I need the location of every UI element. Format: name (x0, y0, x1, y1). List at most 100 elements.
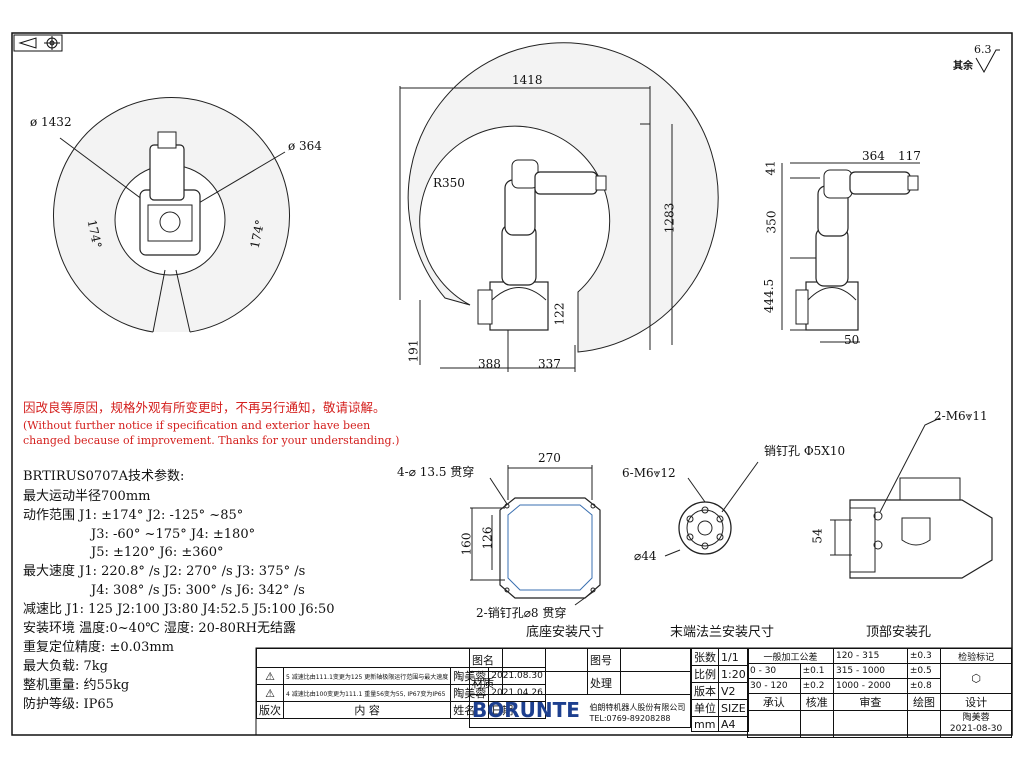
topmount-caption: 顶部安装孔 (866, 625, 932, 640)
dim-side-364: 364 (862, 149, 885, 163)
tol-title: 一般加工公差 (747, 648, 834, 664)
spec-ratio: 减速比 J1: 125 J2:100 J3:80 J4:52.5 J5:100 … (23, 602, 335, 617)
flange-view (664, 461, 759, 557)
tol-value: ±0.5 (906, 663, 942, 679)
dim-base-160: 160 (459, 532, 474, 556)
roughness-label: 其余 (953, 61, 973, 72)
dim-side-444: 444.5 (762, 278, 777, 314)
label-tuming: 图名 (469, 648, 503, 672)
base-view (470, 465, 601, 606)
front-view (399, 42, 719, 372)
title-block: ⚠ 5 减速比由111.1变更为125 更新轴极限运行范围与最大速度 陶美蓉 2… (256, 648, 1012, 738)
label-version: 版本 (691, 682, 719, 700)
dim-side-117: 117 (898, 149, 921, 163)
rev2-text: 4 减速比由100变更为111.1 重量56变为55, IP67变为IP65 (282, 684, 452, 702)
tol-range: 1000 - 2000 (832, 678, 908, 694)
dim-side-350: 350 (764, 210, 779, 234)
dim-front-height: 1283 (662, 202, 677, 234)
dim-front-left: 388 (478, 357, 501, 371)
dim-base-width: 270 (538, 451, 561, 465)
rev-warning-icon: ⚠ (256, 684, 284, 702)
dim-front-right: 337 (538, 357, 561, 371)
roughness-symbol-icon (975, 49, 1000, 74)
check-mark-label: 检验标记 (940, 648, 1012, 664)
spec-repeat: 重复定位精度: ±0.03mm (23, 640, 175, 655)
dim-front-base: 191 (406, 339, 421, 363)
spec-reach: 最大运动半径700mm (23, 489, 151, 504)
label-unit: 单位 (691, 699, 719, 717)
unit-value: mm (691, 716, 719, 732)
base-caption: 底座安装尺寸 (526, 625, 605, 640)
spec-range-2: J3: -60° ~175° J4: ±180° (91, 527, 256, 542)
notice-en1: (Without further notice if specification… (23, 419, 371, 432)
dim-front-radius: R350 (433, 176, 465, 190)
projection-symbol-icon (13, 34, 63, 52)
top-view (53, 96, 290, 333)
dim-side-41: 41 (763, 160, 778, 176)
tolerance-approval-table: 一般加工公差 120 - 315 ±0.3 检验标记 0 - 30 ±0.1 3… (747, 648, 1012, 738)
label-cailiao: 材质 (469, 671, 503, 695)
check-hexagon-icon: ⬡ (940, 663, 1012, 694)
dim-top-outer: ø 1432 (30, 115, 72, 129)
label-approve: 承认 (747, 693, 801, 711)
spec-weight: 整机重量: 约55kg (23, 678, 130, 693)
spec-range-1: 动作范围 J1: ±174° J2: -125° ~85° (23, 508, 244, 523)
base-pins-note: 2-销钉孔⌀8 贯穿 (476, 606, 567, 620)
dim-side-50: 50 (844, 333, 860, 347)
tol-hdr-value: ±0.3 (906, 648, 942, 664)
label-tuhao: 图号 (587, 648, 621, 672)
notice-cn: 因改良等原因，规格外观有所变更时，不再另行通知，敬请谅解。 (23, 400, 386, 415)
dim-top-inner: ø 364 (288, 139, 322, 153)
spec-speed-1: 最大速度 J1: 220.8° /s J2: 270° /s J3: 375° … (23, 564, 306, 579)
roughness-value: 6.3 (974, 43, 992, 56)
label-review: 审查 (832, 693, 908, 711)
company-name: 伯朗特机器人股份有限公司 (589, 703, 686, 713)
label-verify: 核准 (799, 693, 834, 711)
tol-hdr-range: 120 - 315 (832, 648, 908, 664)
drawing-info-table: 图名 图号 材质 处理 BORUNTE 伯朗特机器人股份有限公司 TEL:076… (469, 648, 691, 728)
spec-ip: 防护等级: IP65 (23, 697, 114, 712)
flange-dia: ⌀44 (634, 549, 657, 563)
version-value: V2 (718, 682, 749, 700)
hdr-content: 内 容 (282, 701, 452, 719)
tol-range: 315 - 1000 (832, 663, 908, 679)
size-value: A4 (718, 716, 749, 732)
dim-front-width: 1418 (512, 73, 543, 87)
label-design: 设计 (940, 693, 1012, 711)
label-scale: 比例 (691, 665, 719, 683)
top-mount-view (830, 417, 993, 579)
hdr-rev: 版次 (256, 701, 284, 719)
tol-value: ±0.2 (799, 678, 834, 694)
size-label: SIZE (718, 699, 749, 717)
side-view (781, 162, 920, 343)
tol-range: 0 - 30 (747, 663, 801, 679)
company-tel: TEL:0769-89208288 (589, 713, 671, 723)
rev1-text: 5 减速比由111.1变更为125 更新轴极限运行范围与最大速度 (282, 667, 452, 685)
sheets-value: 1/1 (718, 648, 749, 666)
scale-value: 1:20 (718, 665, 749, 683)
spec-title: BRTIRUS0707A技术参数: (23, 469, 185, 484)
dim-front-offset: 122 (552, 302, 567, 326)
label-sheets: 张数 (691, 648, 719, 666)
rev-warning-icon: ⚠ (256, 667, 284, 685)
flange-tap-note: 6-M6⩔12 (622, 466, 676, 480)
spec-range-3: J5: ±120° J6: ±360° (91, 545, 224, 560)
spec-env: 安装环境 温度:0~40℃ 湿度: 20-80RH无结露 (23, 621, 297, 636)
label-chuli: 处理 (587, 671, 621, 695)
dim-base-126: 126 (480, 526, 495, 550)
designer-name: 陶美蓉 (962, 713, 990, 724)
spec-speed-2: J4: 308° /s J5: 300° /s J6: 342° /s (91, 583, 305, 598)
tol-range: 30 - 120 (747, 678, 801, 694)
base-holes-note: 4-⌀ 13.5 贯穿 (397, 465, 475, 479)
notice-en2: changed because of improvement. Thanks f… (23, 434, 400, 447)
brand-logo: BORUNTE (472, 697, 580, 722)
label-draw: 绘图 (906, 693, 942, 711)
topmount-tap-note: 2-M6⩔11 (934, 409, 988, 423)
flange-caption: 末端法兰安装尺寸 (670, 625, 775, 640)
design-date: 2021-08-30 (949, 724, 1003, 734)
tol-value: ±0.1 (799, 663, 834, 679)
dim-topmount-54: 54 (810, 528, 825, 544)
